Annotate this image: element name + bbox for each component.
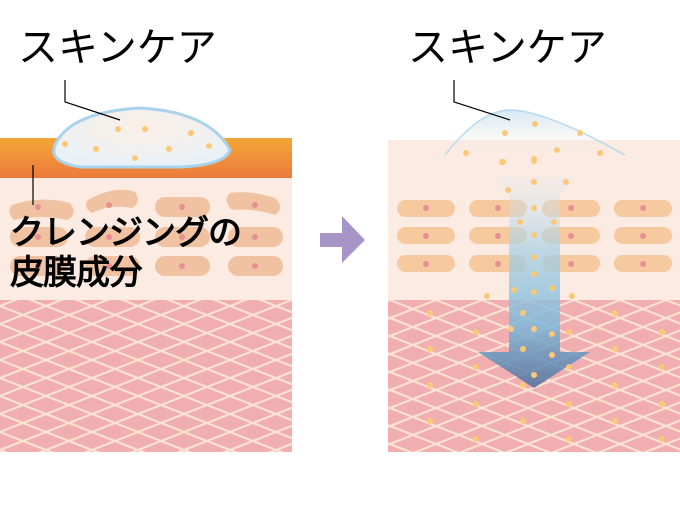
skincare-droplet <box>52 106 232 169</box>
right-skincare-title: スキンケア <box>408 25 607 71</box>
cleansing-annotation-line2: 皮膜成分 <box>10 253 143 293</box>
right-cell-nuclei <box>423 205 646 267</box>
penetration-arrow-icon <box>478 177 590 388</box>
right-skincare-leader-line <box>453 80 511 121</box>
left-skincare-title: スキンケア <box>18 25 217 71</box>
absorbing-skincare-mound <box>445 110 625 155</box>
skincare-leader-line <box>64 80 121 121</box>
cleansing-annotation-line1: クレンジングの <box>10 213 242 253</box>
transition-arrow-icon <box>320 216 365 263</box>
ingredient-dots <box>427 121 665 442</box>
left-cell-nuclei <box>35 202 258 269</box>
left-dermis <box>0 300 292 452</box>
left-skin-cross-section <box>0 80 292 452</box>
right-skin-cross-section <box>388 80 680 452</box>
